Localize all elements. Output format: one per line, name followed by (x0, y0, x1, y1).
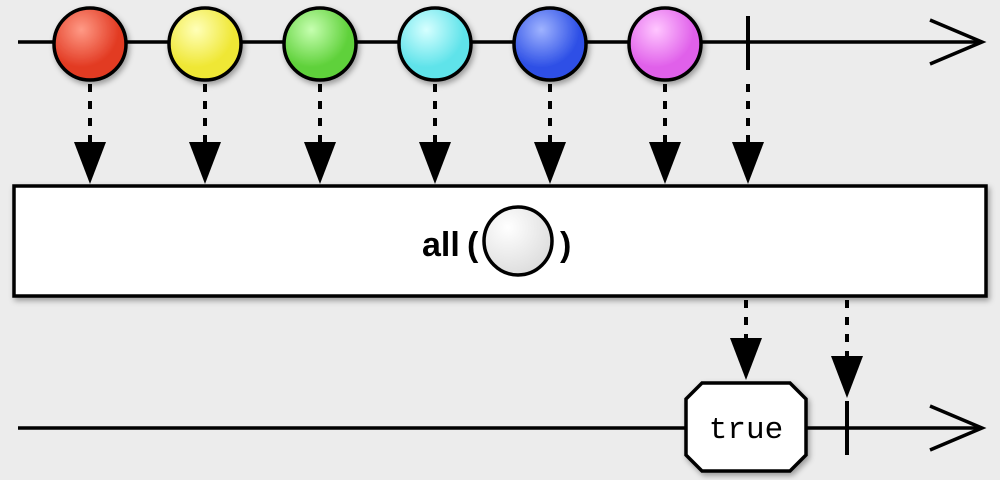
output-drop-arrows (730, 300, 863, 398)
operator-open-paren: ( (467, 226, 479, 264)
drop-arrow-5 (534, 84, 566, 184)
drop-arrow-5-head (534, 142, 566, 184)
input-marble-6 (627, 6, 703, 82)
output-timeline-arrowhead (929, 404, 987, 452)
drop-arrow-completion-head (732, 142, 764, 184)
input-timeline (18, 16, 987, 70)
drop-arrow-2-head (189, 142, 221, 184)
input-drop-arrows (74, 84, 764, 184)
input-marble-4 (397, 6, 473, 82)
output-timeline (18, 401, 987, 455)
drop-arrow-completion (732, 84, 764, 184)
drop-arrow-4-head (419, 142, 451, 184)
drop-arrow-1 (74, 84, 106, 184)
input-timeline-arrowhead (929, 18, 987, 66)
input-marble-5 (512, 6, 588, 82)
operator-box: all ( ) (12, 184, 988, 298)
drop-arrow-3 (304, 84, 336, 184)
input-marble-3 (282, 6, 358, 82)
drop-arrow-6-head (649, 142, 681, 184)
output-arrow-completion-head (831, 356, 863, 398)
input-marble-1 (52, 6, 128, 82)
result-marble: true (684, 381, 808, 473)
operator-close-paren: ) (560, 226, 571, 264)
result-value: true (709, 413, 783, 448)
drop-arrow-2 (189, 84, 221, 184)
result-octagon (684, 381, 808, 473)
output-arrow-result-head (730, 338, 762, 380)
output-arrow-completion (831, 300, 863, 398)
drop-arrow-4 (419, 84, 451, 184)
input-marbles (52, 6, 703, 82)
drop-arrow-1-head (74, 142, 106, 184)
output-arrow-result (730, 300, 762, 380)
drop-arrow-6 (649, 84, 681, 184)
input-marble-2 (167, 6, 243, 82)
predicate-marble (482, 205, 554, 277)
drop-arrow-3-head (304, 142, 336, 184)
operator-name: all (422, 226, 460, 264)
